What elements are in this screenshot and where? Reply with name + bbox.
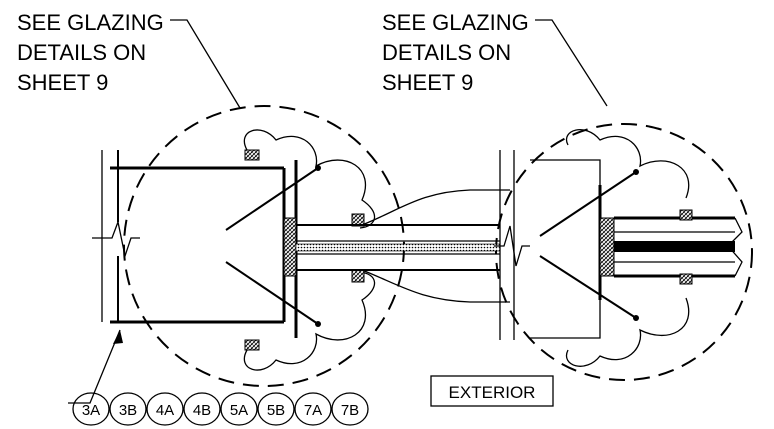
tag-label: 4A [156, 402, 174, 419]
tag-label: 3A [82, 402, 100, 419]
tag-bubble: 7A [294, 392, 332, 426]
left-mullion [92, 129, 376, 371]
tag-label: 3B [119, 402, 137, 419]
right-note-leader [535, 19, 608, 107]
tag-leader-arrow [113, 330, 123, 344]
left-note-leader [170, 19, 241, 109]
right-note-line-1: SEE GLAZING [382, 10, 529, 35]
tag-bubble: 4B [183, 392, 221, 426]
tag-bubble: 3A [72, 392, 110, 426]
exterior-label: EXTERIOR [449, 383, 536, 402]
tag-bubble: 7B [331, 392, 369, 426]
tag-label: 5B [267, 402, 285, 419]
left-note-line-2: DETAILS ON [17, 40, 146, 65]
tag-bubble: 5A [220, 392, 258, 426]
right-glazing-note: SEE GLAZING DETAILS ON SHEET 9 [382, 10, 529, 95]
left-note-line-1: SEE GLAZING [17, 10, 164, 35]
tag-label: 4B [193, 402, 211, 419]
exterior-label-box [430, 375, 554, 407]
right-detail-circle [495, 123, 753, 381]
tag-label: 7A [304, 402, 322, 419]
tag-bubble: 3B [109, 392, 147, 426]
tag-label: 5A [230, 402, 248, 419]
left-glazing-note: SEE GLAZING DETAILS ON SHEET 9 [17, 10, 164, 95]
right-note-line-2: DETAILS ON [382, 40, 511, 65]
tag-bubbles: 3A 3B 4A 4B 5A 5B 7A 7B [72, 392, 369, 426]
left-note-line-3: SHEET 9 [17, 70, 108, 95]
right-note-line-3: SHEET 9 [382, 70, 473, 95]
tag-bubble: 5B [257, 392, 295, 426]
tag-label: 7B [341, 402, 359, 419]
right-mullion [494, 129, 743, 367]
center-glazing [295, 189, 510, 303]
tag-bubble: 4A [146, 392, 184, 426]
tag-leader [68, 329, 121, 404]
